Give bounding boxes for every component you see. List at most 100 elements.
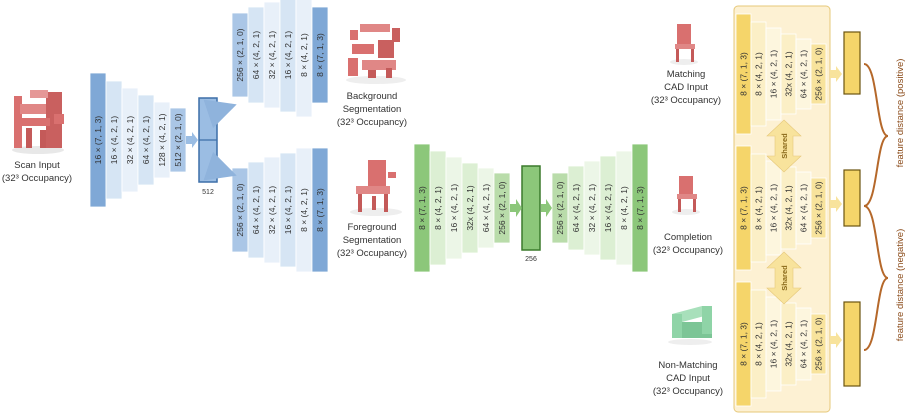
layer-label: 8 × (4, 2, 1) — [619, 186, 629, 230]
feature-distance-negative-label: feature distance (negative) — [895, 229, 906, 341]
layer-label: 64 × (4, 2, 1) — [571, 184, 581, 233]
latent-to-completion-decoder-arrow — [541, 199, 552, 217]
matching-feature-vector — [843, 31, 861, 95]
layer-label: 8 × (4, 2, 1) — [299, 188, 309, 232]
layer-label: 32 × (4, 2, 1) — [125, 116, 135, 165]
non-matching-feature-vector — [843, 301, 861, 387]
matching-embedding-stack: 8 × (7, 1, 3) 8 × (4, 2, 1) 16 × (4, 2, 1)… — [735, 13, 827, 135]
layer-label: 32x (4, 2, 1) — [784, 185, 794, 231]
layer-label: 256 × (2, 1, 0) — [814, 47, 824, 100]
layer-label: 64 × (4, 2, 1) — [251, 31, 261, 80]
completion-latent-size-label: 256 — [525, 256, 537, 263]
completion-occupancy-label: (32³ Occupancy) — [653, 245, 723, 256]
completion-decoder-stack: 256 × (2, 1, 0) 64 × (4, 2, 1) 32 × (4, 2,… — [551, 143, 649, 273]
layer-label: 256 × (2, 1, 0) — [497, 181, 507, 234]
layer-block — [810, 43, 827, 105]
matching-cad-label: CAD Input — [664, 82, 708, 93]
background-segmentation-label: Segmentation — [343, 104, 402, 115]
layer-label: 64 × (4, 2, 1) — [799, 320, 809, 369]
shared-label-top: Shared — [780, 133, 789, 159]
layer-label: 16 × (4, 2, 1) — [769, 320, 779, 369]
foreground-label: Foreground — [347, 222, 396, 233]
completion-label: Completion — [664, 232, 712, 243]
shared-weights-arrow-bottom — [766, 251, 802, 305]
layer-block — [631, 143, 649, 273]
shared-weights-arrow-top — [766, 119, 802, 173]
matching-occupancy-label: (32³ Occupancy) — [651, 95, 721, 106]
layer-label: 32 × (4, 2, 1) — [587, 184, 597, 233]
completion-encoder-stack: 8 × (7, 1, 3)8 × (4, 2, 1)16 × (4, 2, 1)… — [413, 143, 511, 273]
foreground-occupancy-label: (32³ Occupancy) — [337, 248, 407, 259]
layer-label: 64 × (4, 2, 1) — [799, 50, 809, 99]
layer-label: 8 × (7, 1, 3) — [739, 186, 749, 230]
layer-label: 16 × (4, 2, 1) — [283, 31, 293, 80]
layer-label: 8 × (7, 1, 3) — [739, 52, 749, 96]
completion-feature-vector — [843, 169, 861, 227]
layer-label: 8 × (7, 1, 3) — [739, 322, 749, 366]
scan-input-label: Scan Input — [14, 160, 60, 171]
layer-label: 16 × (4, 2, 1) — [449, 184, 459, 233]
layer-label: 32x (4, 2, 1) — [784, 321, 794, 367]
layer-label: 64 × (4, 2, 1) — [799, 184, 809, 233]
layer-label: 16 × (7, 1, 3) — [93, 116, 103, 165]
layer-label: 8 × (4, 2, 1) — [299, 33, 309, 77]
layer-label: 8 × (4, 2, 1) — [754, 186, 764, 230]
layer-label: 256 × (2, 1, 0) — [555, 181, 565, 234]
layer-label: 32x (4, 2, 1) — [784, 51, 794, 97]
layer-label: 32x (4, 2, 1) — [465, 185, 475, 231]
layer-label: 8 × (7, 1, 3) — [417, 186, 427, 230]
layer-label: 8 × (4, 2, 1) — [754, 52, 764, 96]
layer-label: 16 × (4, 2, 1) — [769, 50, 779, 99]
scan-input-chair-image — [12, 90, 64, 154]
layer-label: 256 × (2, 1, 0) — [814, 317, 824, 370]
foreground-segmentation-label: Segmentation — [343, 235, 402, 246]
completion-chair-image — [672, 176, 700, 215]
foreground-decoder-stack: 256 × (2, 1, 0) 64 × (4, 2, 1) 32 × (4, 2,… — [231, 147, 329, 273]
background-occupancy-label: (32³ Occupancy) — [337, 117, 407, 128]
layer-label: 64 × (4, 2, 1) — [251, 186, 261, 235]
layer-block — [311, 6, 329, 104]
feature-distance-positive-label: feature distance (positive) — [895, 59, 906, 168]
layer-label: 16 × (4, 2, 1) — [603, 184, 613, 233]
completion-latent-vector — [521, 165, 541, 251]
background-label: Background — [347, 91, 398, 102]
layer-label: 256 × (2, 1, 0) — [235, 28, 245, 81]
layer-label: 8 × (7, 1, 3) — [635, 186, 645, 230]
positive-distance-brace — [863, 63, 889, 207]
layer-label: 32 × (4, 2, 1) — [267, 186, 277, 235]
layer-label: 32 × (4, 2, 1) — [267, 31, 277, 80]
layer-label: 16 × (4, 2, 1) — [769, 184, 779, 233]
encoder-to-latent-arrow — [186, 132, 198, 148]
layer-block — [810, 313, 827, 375]
layer-label: 512 × (2, 1, 0) — [173, 113, 183, 166]
completion-embedding-stack: 8 × (7, 1, 3) 8 × (4, 2, 1) 16 × (4, 2, 1)… — [735, 145, 827, 271]
layer-block — [311, 147, 329, 273]
layer-label: 256 × (2, 1, 0) — [235, 183, 245, 236]
scan-input-occupancy-label: (32³ Occupancy) — [2, 173, 72, 184]
matching-label: Matching — [667, 69, 706, 80]
completion-encoder-to-latent-arrow — [510, 199, 522, 217]
non-matching-label: Non-Matching — [658, 360, 717, 371]
negative-distance-brace — [863, 205, 889, 351]
scan-latent-vector — [198, 97, 218, 183]
layer-label: 8 × (7, 1, 3) — [315, 188, 325, 232]
matching-cad-chair-image — [670, 24, 698, 65]
non-matching-cad-label: CAD Input — [666, 373, 710, 384]
layer-block — [810, 177, 827, 239]
scan-encoder-stack: 16 × (7, 1, 3) 16 × (4, 2, 1) 32 × (4, 2, … — [89, 72, 187, 208]
layer-label: 8 × (7, 1, 3) — [315, 33, 325, 77]
layer-label: 16 × (4, 2, 1) — [109, 116, 119, 165]
foreground-segmentation-image — [350, 160, 402, 216]
scan-latent-size-label: 512 — [202, 189, 214, 196]
feature-output-arrows — [830, 66, 842, 348]
non-matching-occupancy-label: (32³ Occupancy) — [653, 386, 723, 397]
layer-label: 8 × (4, 2, 1) — [754, 322, 764, 366]
background-decoder-stack: 256 × (2, 1, 0) 64 × (4, 2, 1) 32 × (4, 2,… — [231, 0, 329, 118]
layer-label: 64 × (4, 2, 1) — [141, 116, 151, 165]
shared-label-bottom: Shared — [780, 265, 789, 291]
non-matching-embedding-stack: 8 × (7, 1, 3) 8 × (4, 2, 1) 16 × (4, 2, 1)… — [735, 281, 827, 407]
background-segmentation-image — [346, 24, 406, 84]
non-matching-cad-sofa-image — [668, 306, 712, 345]
latent-to-foreground-arrow — [203, 151, 237, 181]
